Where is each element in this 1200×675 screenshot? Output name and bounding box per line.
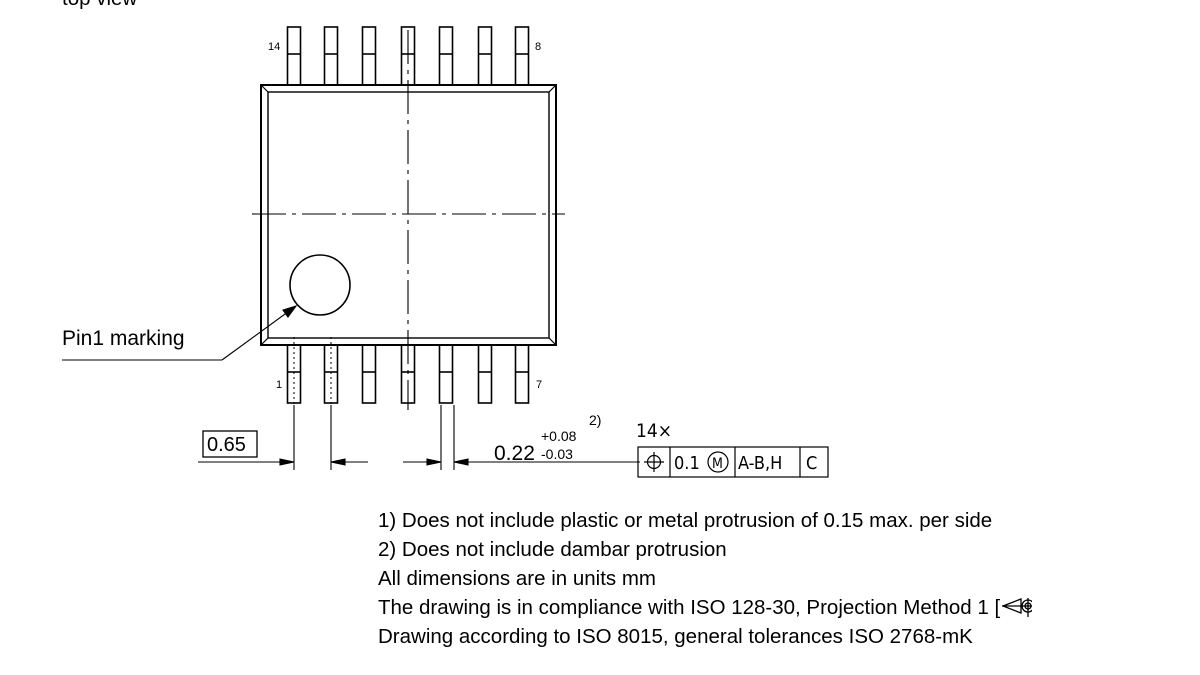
top-lead-9 xyxy=(477,26,493,86)
bottom-lead-2 xyxy=(323,337,339,411)
first-angle-projection-icon xyxy=(1002,598,1033,617)
pin-number-14: 14 xyxy=(268,41,280,53)
bottom-lead-3 xyxy=(361,344,377,404)
pin1-marking-circle xyxy=(289,254,351,316)
top-lead-8 xyxy=(514,26,530,86)
pitch-dimension xyxy=(198,405,368,470)
pitch-value: 0.65 xyxy=(207,434,246,456)
center-lines xyxy=(252,30,565,410)
lead-width-plus-tol: +0.08 xyxy=(541,428,577,444)
pin-number-7: 7 xyxy=(536,379,542,391)
pin-number-8: 8 xyxy=(535,41,541,53)
note-iso-128: The drawing is in compliance with ISO 12… xyxy=(378,593,1033,622)
feature-control-frame xyxy=(637,446,829,478)
top-leads xyxy=(286,26,530,86)
fcf-datum-c: C xyxy=(806,453,817,474)
position-symbol-icon xyxy=(644,452,664,472)
top-lead-13 xyxy=(323,26,339,86)
top-lead-12 xyxy=(361,26,377,86)
top-lead-14 xyxy=(286,26,302,86)
fcf-datums: A-B,H xyxy=(738,453,782,474)
lead-width-minus-tol: -0.03 xyxy=(541,446,573,462)
bottom-lead-5 xyxy=(438,344,454,404)
count-label: 14× xyxy=(636,420,672,442)
lead-width-note-ref: 2) xyxy=(589,412,601,428)
pin1-label: Pin1 marking xyxy=(62,327,185,350)
bottom-lead-1 xyxy=(286,337,302,411)
pin1-leader xyxy=(62,304,298,361)
fcf-tolerance: 0.1 xyxy=(674,453,700,474)
mmc-modifier-circle xyxy=(707,451,729,473)
bottom-lead-7 xyxy=(514,344,530,404)
note-2: 2) Does not include dambar protrusion xyxy=(378,538,727,561)
note-units: All dimensions are in units mm xyxy=(378,567,656,590)
bottom-lead-6 xyxy=(477,344,493,404)
pin-number-1: 1 xyxy=(276,379,282,391)
note-1: 1) Does not include plastic or metal pro… xyxy=(378,509,993,532)
note-iso-8015: Drawing according to ISO 8015, general t… xyxy=(378,625,973,648)
lead-width-dimension xyxy=(403,405,640,470)
top-view-title-fragment: top view xyxy=(62,0,137,11)
fcf-modifier: M xyxy=(712,456,723,472)
top-lead-10 xyxy=(438,26,454,86)
note-iso-128-text: The drawing is in compliance with ISO 12… xyxy=(378,596,1001,619)
lead-width-nominal: 0.22 xyxy=(494,442,535,465)
drawing-notes: 1) Does not include plastic or metal pro… xyxy=(378,506,1033,651)
